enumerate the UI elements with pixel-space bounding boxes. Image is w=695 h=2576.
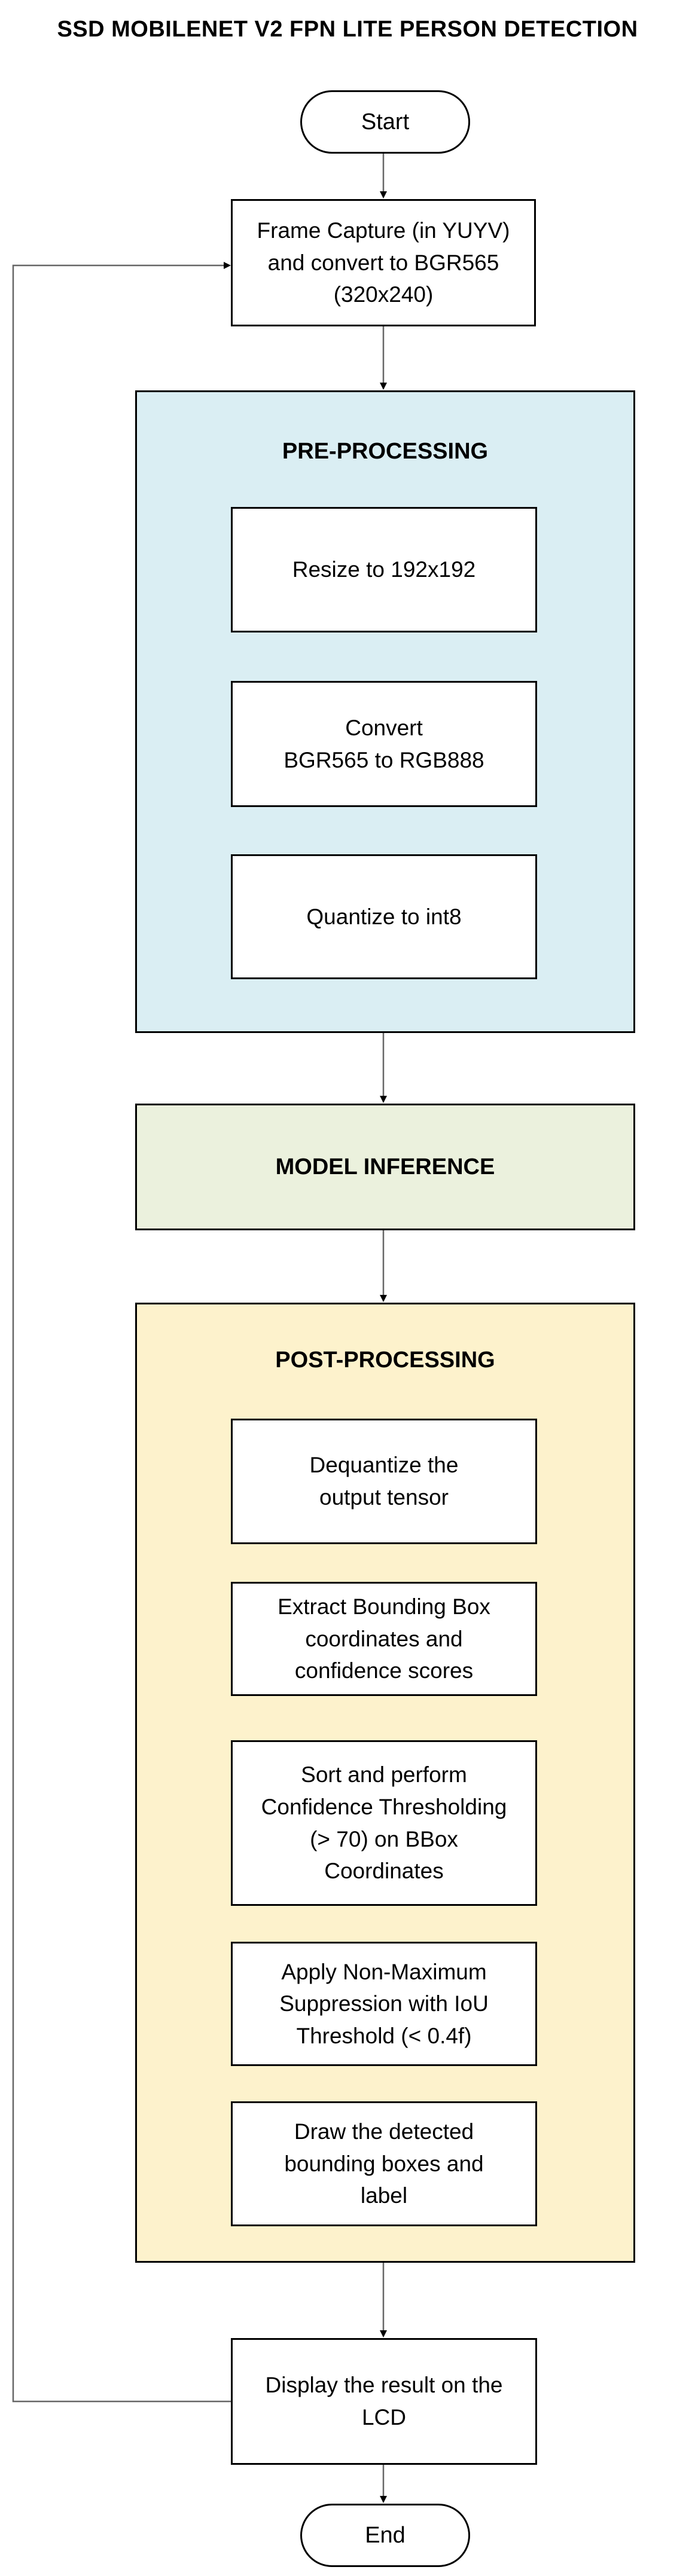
- post-step-nms: Apply Non-Maximum Suppression with IoU T…: [231, 1942, 537, 2066]
- display-result-step: Display the result on the LCD: [231, 2338, 537, 2465]
- model-inference-label: MODEL INFERENCE: [275, 1154, 495, 1179]
- post-step-extract-bbox: Extract Bounding Box coordinates and con…: [231, 1582, 537, 1696]
- pre-processing-label: PRE-PROCESSING: [282, 439, 489, 464]
- post-step-draw-boxes: Draw the detected bounding boxes and lab…: [231, 2101, 537, 2226]
- pre-step-quantize: Quantize to int8: [231, 854, 537, 979]
- post-step-thresholding: Sort and perform Confidence Thresholding…: [231, 1740, 537, 1906]
- end-label: End: [365, 2522, 406, 2548]
- model-inference-group: MODEL INFERENCE: [135, 1104, 635, 1230]
- frame-capture-step: Frame Capture (in YUYV) and convert to B…: [231, 199, 536, 326]
- start-label: Start: [361, 109, 410, 135]
- post-processing-label: POST-PROCESSING: [275, 1347, 495, 1373]
- post-step-dequantize: Dequantize the output tensor: [231, 1419, 537, 1544]
- pre-step-convert: Convert BGR565 to RGB888: [231, 681, 537, 807]
- start-terminal: Start: [300, 90, 470, 154]
- end-terminal: End: [300, 2504, 470, 2567]
- pre-step-resize: Resize to 192x192: [231, 507, 537, 632]
- diagram-title: SSD MOBILENET V2 FPN LITE PERSON DETECTI…: [57, 17, 638, 42]
